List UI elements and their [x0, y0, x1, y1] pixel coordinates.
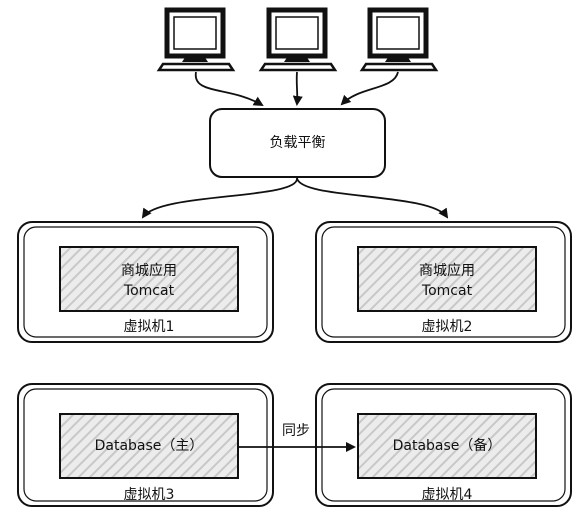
vm3-db-box	[59, 413, 239, 479]
vm4	[315, 383, 572, 507]
computer-monitor-icon	[258, 7, 338, 72]
client-computer-2	[258, 7, 338, 72]
arrow-client1-to-lb	[195, 71, 264, 107]
vm1	[17, 221, 274, 343]
vm1-app-line2: Tomcat	[123, 283, 175, 299]
vm1-app-line1: 商城应用	[121, 263, 177, 279]
vm1-label: 虚拟机1	[123, 319, 175, 335]
arrow-client3-to-lb	[340, 71, 399, 106]
vm2-app-box	[357, 246, 537, 312]
computer-monitor-icon	[156, 7, 236, 72]
vm3	[17, 383, 274, 507]
client-computer-3	[359, 7, 439, 72]
vm3-label: 虚拟机3	[123, 487, 175, 503]
vm4-db-box	[357, 413, 537, 479]
vm2	[315, 221, 572, 343]
vm4-label: 虚拟机4	[421, 487, 473, 503]
computer-monitor-icon	[359, 7, 439, 72]
client-computer-1	[156, 7, 236, 72]
vm2-app-line2: Tomcat	[421, 283, 473, 299]
vm2-label: 虚拟机2	[421, 319, 473, 335]
arrow-client2-to-lb	[292, 71, 303, 106]
vm3-db-label: Database（主）	[94, 438, 204, 454]
load-balancer-box	[209, 108, 386, 178]
arrow-lb-to-vm1	[141, 177, 298, 219]
arrow-lb-to-vm2	[296, 177, 449, 219]
sync-label: 同步	[282, 423, 310, 439]
vm2-app-line1: 商城应用	[419, 263, 475, 279]
vm1-app-box	[59, 246, 239, 312]
vm4-db-label: Database（备）	[392, 438, 502, 454]
load-balancer-label: 负载平衡	[269, 135, 326, 151]
